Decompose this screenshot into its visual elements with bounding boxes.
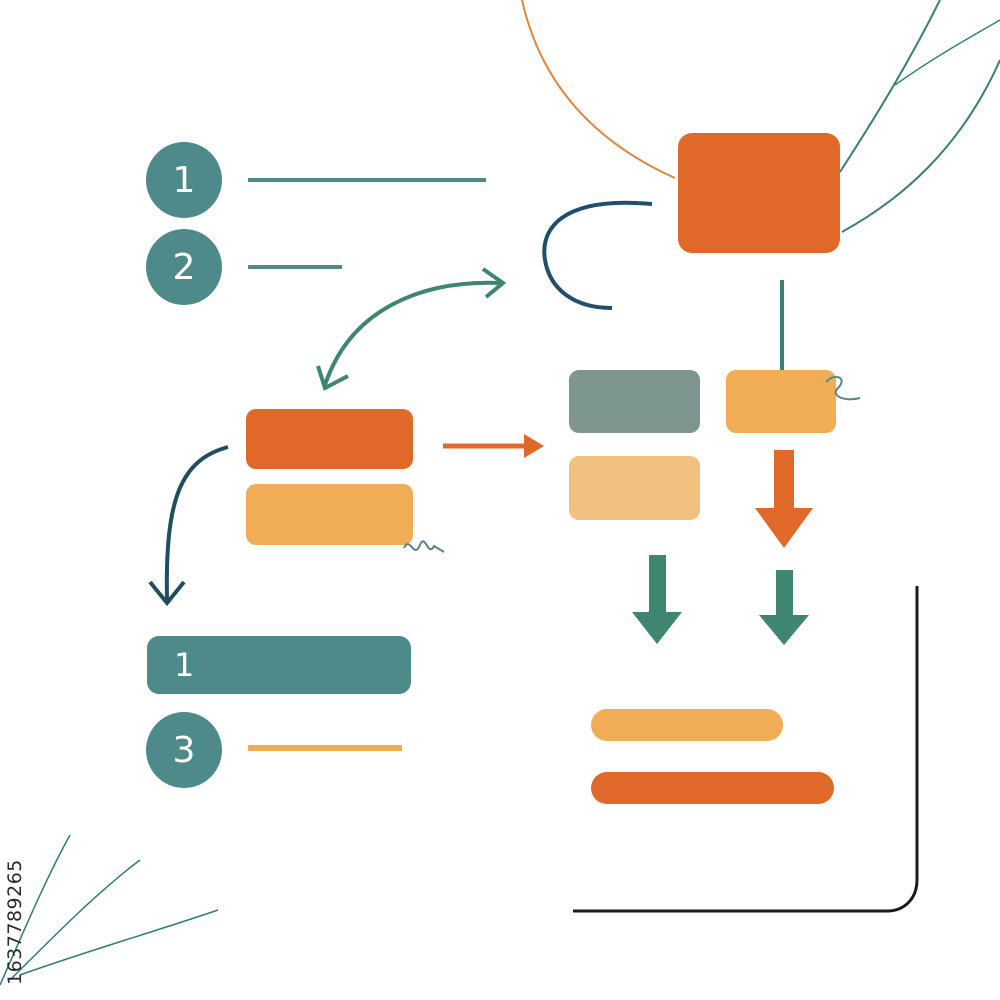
teal-down-block-arrow-1 xyxy=(632,555,682,644)
list-badge-1-label: 1 xyxy=(172,159,196,201)
squiggle-mark-2 xyxy=(825,375,861,401)
list-badge-2: 2 xyxy=(146,229,222,305)
orange-sweep-curve xyxy=(521,0,676,179)
numbered-teal-bar-label: 1 xyxy=(174,646,195,684)
teal-sweep-line-1 xyxy=(839,0,941,173)
right-light-orange-box xyxy=(726,370,836,433)
teal-down-block-arrow-2 xyxy=(759,570,809,645)
gray-green-box xyxy=(569,370,700,433)
mid-light-orange-box xyxy=(246,484,413,545)
curved-double-arrow xyxy=(323,280,501,386)
numbered-teal-bar xyxy=(147,636,411,694)
top-orange-box xyxy=(678,133,840,253)
list-badge-2-label: 2 xyxy=(172,246,196,288)
list-badge-3: 3 xyxy=(146,712,222,788)
black-corner-bracket xyxy=(573,586,919,913)
navy-bracket xyxy=(542,200,653,310)
corner-line-1 xyxy=(0,834,71,986)
arrow-head-right xyxy=(481,267,507,299)
orange-down-block-arrow xyxy=(755,450,813,548)
list-badge-1: 1 xyxy=(146,142,222,218)
teal-sweep-line-3 xyxy=(894,19,1000,86)
teal-sweep-line-2 xyxy=(841,59,1000,233)
result-bar-light-orange xyxy=(591,709,783,741)
result-bar-orange xyxy=(591,772,834,804)
pale-orange-box xyxy=(569,456,700,520)
list-badge-3-label: 3 xyxy=(172,729,196,771)
orange-right-arrow-head xyxy=(524,434,544,458)
corner-line-3 xyxy=(19,909,219,976)
curved-arrow-down xyxy=(164,445,229,601)
squiggle-mark-1 xyxy=(403,540,445,553)
image-id-text: 1637789265 xyxy=(4,859,26,985)
corner-line-2 xyxy=(9,859,141,981)
mid-orange-box xyxy=(246,409,413,469)
arrow-head-down xyxy=(316,365,349,391)
curved-arrow-down-head xyxy=(148,580,186,607)
